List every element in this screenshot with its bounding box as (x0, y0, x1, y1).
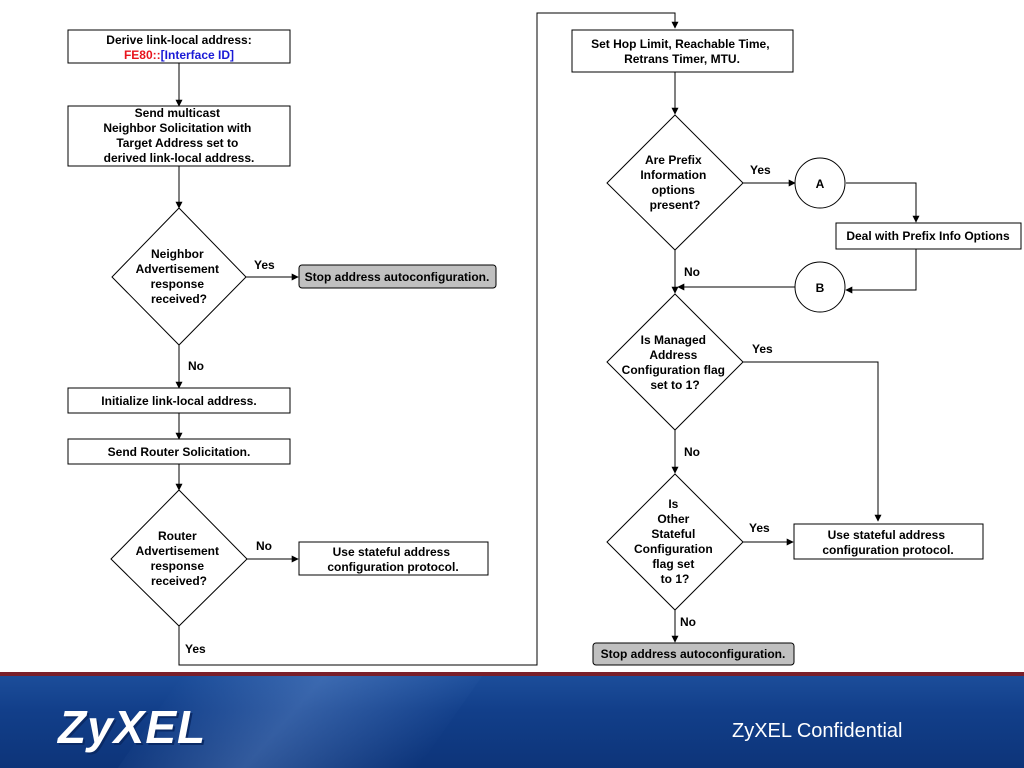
other-decision-line: flag set (652, 557, 694, 571)
connector-a (794, 157, 846, 209)
connector-b (794, 261, 846, 313)
stateful2-box (793, 523, 984, 560)
edge-label-prefix-no: No (684, 265, 700, 279)
managed-decision-line: set to 1? (650, 378, 699, 392)
ra-decision-line: Router (158, 529, 197, 543)
send-rs-label: Send Router Solicitation. (108, 445, 251, 459)
prefix-info-box (835, 222, 1022, 250)
edge-label-ra-no: No (256, 539, 272, 553)
edge-label-na-yes: Yes (254, 258, 275, 272)
edge-info-to-b (845, 249, 917, 294)
derive-interface-id: [Interface ID] (161, 48, 234, 62)
prefix-decision-line: Are Prefix (645, 153, 702, 167)
stop2-label: Stop address autoconfiguration. (601, 647, 786, 661)
na-decision-text: Neighbor Advertisement response received… (136, 247, 223, 306)
edge-label-managed-yes: Yes (752, 342, 773, 356)
set-hop-line: Set Hop Limit, Reachable Time, (591, 37, 770, 51)
init-ll-label: Initialize link-local address. (101, 394, 256, 408)
send-ns-line: Send multicast (135, 106, 220, 120)
edge-a-to-info (846, 182, 920, 223)
prefix-decision-diamond (606, 114, 744, 251)
other-decision-line: Configuration (634, 542, 713, 556)
footer-banner (0, 672, 1024, 768)
send-ns-line: derived link-local address. (104, 151, 255, 165)
flowchart: Derive link-local address: FE80::[Interf… (67, 12, 1022, 666)
ra-decision-text: Router Advertisement response received? (136, 529, 223, 588)
edge-label-other-no: No (680, 615, 696, 629)
edge-label-other-yes: Yes (749, 521, 770, 535)
managed-decision-line: Is Managed (641, 333, 706, 347)
managed-decision-line: Address (649, 348, 697, 362)
footer-accent-line (0, 672, 1024, 676)
na-decision-line: received? (151, 292, 207, 306)
stateful2-line: Use stateful address (828, 528, 946, 542)
derive-box (67, 29, 291, 64)
set-hop-text: Set Hop Limit, Reachable Time, Retrans T… (591, 37, 773, 66)
ra-decision-line: Advertisement (136, 544, 219, 558)
stop1-label: Stop address autoconfiguration. (305, 270, 490, 284)
stateful1-line: configuration protocol. (327, 560, 458, 574)
managed-decision-text: Is Managed Address Configuration flag se… (622, 333, 729, 392)
init-ll-box (67, 387, 291, 414)
prefix-decision-line: Information (640, 168, 706, 182)
edge-ra-yes (178, 12, 679, 666)
managed-decision-diamond (606, 293, 744, 431)
stateful1-line: Use stateful address (333, 545, 451, 559)
edge-managed-yes (743, 361, 882, 522)
prefix-info-label: Deal with Prefix Info Options (846, 229, 1010, 243)
send-ns-box (67, 105, 291, 167)
prefix-decision-line: options (652, 183, 696, 197)
edge-label-prefix-yes: Yes (750, 163, 771, 177)
send-ns-line: Target Address set to (116, 136, 238, 150)
stop2-box (592, 642, 795, 666)
prefix-decision-text: Are Prefix Information options present? (640, 153, 709, 212)
stop1-box (298, 264, 497, 289)
na-decision-line: response (151, 277, 205, 291)
na-decision-line: Neighbor (151, 247, 204, 261)
edge-label-managed-no: No (684, 445, 700, 459)
other-decision-line: Other (657, 512, 689, 526)
connector-a-label: A (816, 177, 825, 191)
other-decision-line: Stateful (651, 527, 695, 541)
ra-decision-diamond (110, 489, 248, 627)
other-decision-line: Is (668, 497, 678, 511)
send-ns-line: Neighbor Solicitation with (103, 121, 251, 135)
stateful2-text: Use stateful address configuration proto… (822, 528, 953, 557)
set-hop-line: Retrans Timer, MTU. (624, 52, 740, 66)
derive-prefix: FE80:: (124, 48, 161, 62)
edge-label-ra-yes: Yes (185, 642, 206, 656)
zyxel-logo: ZyXEL (58, 701, 207, 753)
other-decision-diamond (606, 473, 744, 611)
derive-address: FE80::[Interface ID] (124, 48, 234, 62)
na-decision-line: Advertisement (136, 262, 219, 276)
send-rs-box (67, 438, 291, 465)
ra-decision-line: response (151, 559, 205, 573)
set-hop-box (571, 29, 794, 73)
prefix-decision-line: present? (650, 198, 701, 212)
stateful2-line: configuration protocol. (822, 543, 953, 557)
na-decision-diamond (111, 207, 247, 346)
ra-decision-line: received? (151, 574, 207, 588)
other-decision-text: Is Other Stateful Configuration flag set… (634, 497, 716, 586)
managed-decision-line: Configuration flag (622, 363, 725, 377)
stateful1-box (298, 541, 489, 576)
other-decision-line: to 1? (661, 572, 690, 586)
derive-label: Derive link-local address: (106, 33, 251, 47)
send-ns-text: Send multicast Neighbor Solicitation wit… (103, 106, 254, 165)
connector-b-label: B (816, 281, 825, 295)
edge-label-na-no: No (188, 359, 204, 373)
stateful1-text: Use stateful address configuration proto… (327, 545, 458, 574)
confidential-label: ZyXEL Confidential (732, 720, 903, 742)
